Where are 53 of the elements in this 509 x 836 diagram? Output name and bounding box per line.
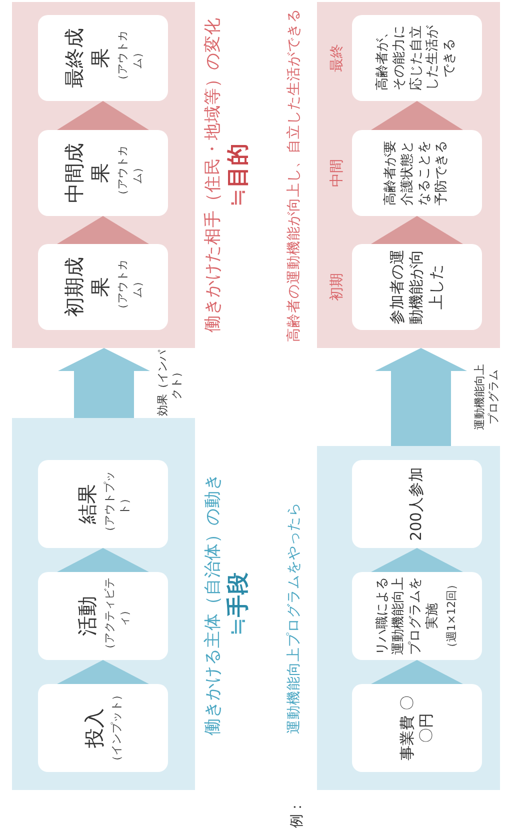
panel-caption: 運動機能向上プログラムをやったら (286, 501, 303, 736)
step-card (352, 244, 482, 330)
step-title: 200人参加 (407, 467, 426, 541)
chevron-arrow (57, 216, 149, 244)
step-title: 活動 (74, 596, 100, 636)
panel-caption: 働きかけた相手（住民・地域等）の変化 (203, 16, 224, 334)
panel-caption: 働きかける主体（自治体）の動き (203, 472, 224, 738)
chevron-arrow (371, 548, 463, 572)
step-title: 投入 (81, 708, 108, 748)
block-arrow (375, 348, 467, 446)
step-card (38, 244, 168, 330)
step-title: 結果 (74, 484, 100, 524)
stage-label: 中間 (328, 158, 346, 189)
step-title: 最終成果 (61, 27, 114, 90)
step-card (352, 130, 482, 216)
chevron-arrow (371, 660, 463, 684)
step-subtitle: （アウトプット） (103, 470, 132, 539)
step-title: 高齢者が、その能力に応じた自立した生活ができる (374, 24, 458, 92)
step-card (38, 460, 168, 548)
panel-emphasis: ≒目的 (225, 142, 252, 209)
chevron-arrow (371, 216, 463, 244)
chevron-arrow (57, 548, 149, 572)
step-title: 高齢者が要介護状態となることを予防できる (383, 140, 450, 208)
step-card (352, 460, 482, 548)
step-card (352, 684, 482, 772)
step-subtitle: （アクティビティ） (103, 577, 132, 655)
step-subtitle: （アウトカム） (116, 144, 144, 202)
step-subtitle: （アウトカム） (116, 30, 144, 88)
chevron-arrow (57, 660, 149, 684)
step-card (38, 684, 168, 772)
chevron-arrow (371, 101, 463, 130)
panel-caption: 高齢者の運動機能が向上し、自立した生活ができる (286, 7, 303, 344)
step-title: 初期成果 (61, 256, 114, 319)
step-card (352, 15, 482, 101)
step-card (38, 15, 168, 101)
edge-label: 運動機能向上プログラム (473, 363, 502, 432)
step-card (38, 130, 168, 216)
step-subtitle: （週1×12回） (445, 578, 460, 654)
edge-label: 効果（インパクト） (156, 348, 184, 418)
block-arrow (58, 348, 150, 418)
stage-label: 初期 (328, 272, 346, 303)
step-title: 中間成果 (61, 142, 114, 205)
step-title: リハ職による運動機能向上プログラムを実施 (374, 577, 442, 655)
step-card (38, 572, 168, 660)
step-subtitle: （インプット） (110, 690, 124, 766)
step-title: 事業費 〇〇円 (398, 694, 436, 762)
step-title: 参加者の運動機能が向上した (388, 249, 446, 325)
step-subtitle: （アウトカム） (116, 258, 144, 316)
panel-emphasis: ≒手段 (225, 571, 252, 638)
chevron-arrow (57, 101, 149, 130)
example-label: 例： (288, 800, 306, 828)
stage-label: 最終 (328, 43, 346, 74)
step-card (352, 572, 482, 660)
